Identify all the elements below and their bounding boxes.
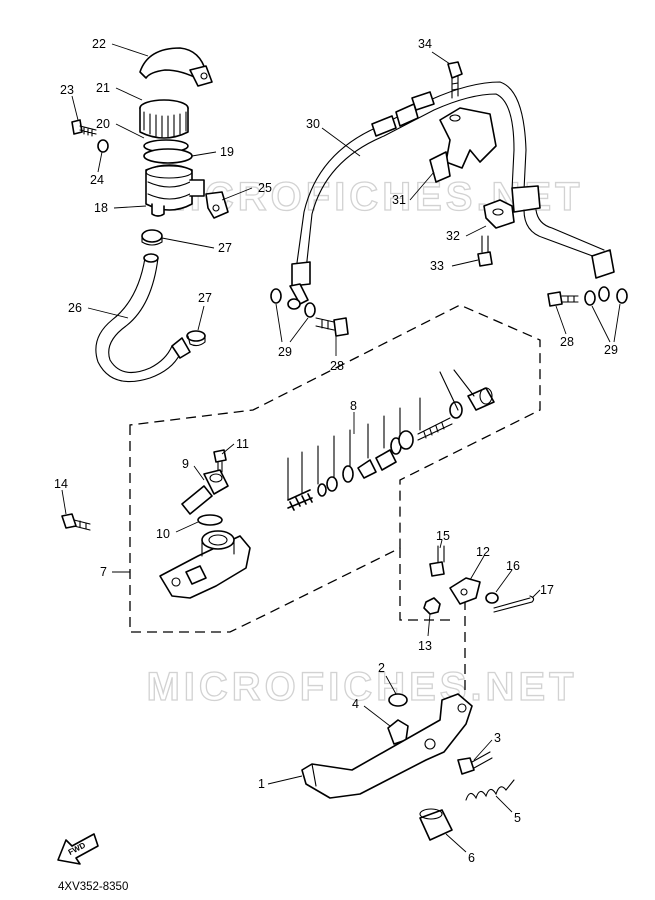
callout-26: 26 [68,301,82,315]
callout-leader-lines [61,43,621,853]
part-27-hose-clamp-upper [141,229,163,246]
callout-3: 3 [494,731,501,745]
part-32-clamp-bracket [483,199,515,229]
callout-29-right: 29 [604,343,618,357]
master-cylinder-assembly-box [129,304,541,633]
part-9-hose-joint [181,469,229,515]
part-23-screw [71,119,97,137]
part-11-screw [213,449,227,473]
callout-33: 33 [430,259,444,273]
callout-5: 5 [514,811,521,825]
part-7-master-cylinder-body [159,530,251,599]
pedal-link-dashline [399,548,455,621]
part-29-washers-right [584,288,628,306]
part-12-clevis [449,577,481,605]
part-14-bolt [61,513,91,531]
part-31-hose-bracket [429,107,497,183]
part-3-pivot-bolt [457,751,493,775]
part-19-diaphragm [143,148,193,164]
callout-20: 20 [96,117,110,131]
callout-13: 13 [418,639,432,653]
part-34-bolt [447,61,463,99]
callout-1: 1 [258,777,265,791]
callout-24: 24 [90,173,104,187]
callout-12: 12 [476,545,490,559]
callout-2: 2 [378,661,385,675]
part-18-reservoir-tank [145,164,205,217]
part-16-washer [485,592,499,604]
part-13-nut [423,597,441,615]
callout-18: 18 [94,201,108,215]
watermark-middle: MICROFICHES.NET [146,665,577,709]
callout-21: 21 [96,81,110,95]
callout-22: 22 [92,37,106,51]
part-30-brake-hose [287,81,615,310]
callout-31: 31 [392,193,406,207]
callout-30: 30 [306,117,320,131]
part-28-union-bolt-right [547,291,579,307]
part-22-reservoir-band [139,47,213,87]
callout-10: 10 [156,527,170,541]
callout-27-upper: 27 [218,241,232,255]
part-6-collar [419,808,453,841]
callout-19: 19 [220,145,234,159]
callout-25: 25 [258,181,272,195]
callout-6: 6 [468,851,475,865]
part-28-union-bolt-left [315,317,349,337]
callout-15: 15 [436,529,450,543]
part-29-washers-left [270,288,316,318]
callout-23: 23 [60,83,74,97]
callout-8: 8 [350,399,357,413]
part-17-cotter-pin [493,595,535,613]
part-2-o-ring [388,693,408,707]
part-21-reservoir-cap [139,99,189,139]
callout-4: 4 [352,697,359,711]
callout-28-left: 28 [330,359,344,373]
fwd-direction-arrow: FWD [57,833,99,865]
callout-16: 16 [506,559,520,573]
part-25-clip [205,191,229,219]
callout-14: 14 [54,477,68,491]
callout-34: 34 [418,37,432,51]
part-8-piston-kit [287,369,495,511]
callout-27-lower: 27 [198,291,212,305]
callout-28-right: 28 [560,335,574,349]
callout-17: 17 [540,583,554,597]
diagram-code: 4XV352-8350 [58,881,128,893]
callout-7: 7 [100,565,107,579]
part-27-hose-clamp-lower [186,330,206,347]
part-4-cap [387,719,409,745]
callout-11: 11 [236,437,249,451]
part-5-return-spring [465,779,515,801]
callout-9: 9 [182,457,189,471]
part-24-washer [97,139,109,153]
callout-32: 32 [446,229,460,243]
part-33-bolt [477,235,493,267]
part-1-brake-pedal [301,693,473,799]
callout-29-left: 29 [278,345,292,359]
part-26-reservoir-hose [95,253,191,383]
part-15-bolt [429,545,445,577]
part-10-o-ring [197,514,223,526]
